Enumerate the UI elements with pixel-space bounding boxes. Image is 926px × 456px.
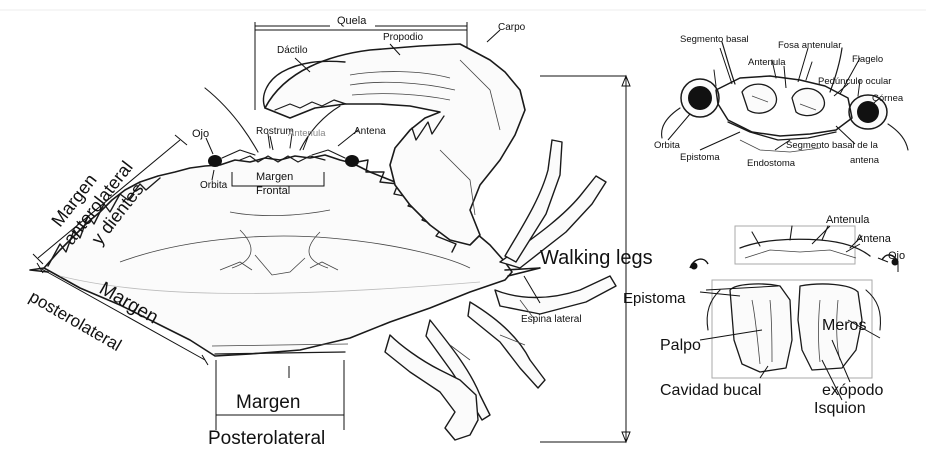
label-mouth-antenula: Antenula [826,214,870,226]
label-exopodo: exópodo [822,382,883,399]
label-head-antenula: Antenula [748,57,786,68]
label-isquion: Isquion [814,400,866,417]
label-cavidad-bucal: Cavidad bucal [660,382,761,399]
label-margen-bottom-1: Margen [236,392,300,413]
label-antena: Antena [354,126,386,137]
label-head-orbita: Orbita [654,140,681,151]
crab-drawing [30,44,616,440]
label-pedunculo-ocular: Pedúnculo ocular [818,76,891,87]
label-orbita: Orbita [200,180,228,191]
label-meros: Meros [822,317,866,334]
label-antenula: Antenula [288,128,326,139]
label-cornea: Córnea [872,93,904,104]
label-endostoma: Endostoma [747,158,796,169]
label-quela: Quela [337,15,367,27]
label-segmento-basal-antena-1: Segmento basal de la [786,140,879,151]
right-eye [345,155,359,167]
label-carpo: Carpo [498,22,526,33]
left-eye [208,155,222,167]
label-margen-frontal-1: Margen [256,171,293,183]
label-propodio: Propodio [383,32,423,43]
label-segmento-basal: Segmento basal [680,34,749,45]
label-mouth-antena: Antena [856,233,892,245]
label-dactilo: Dáctilo [277,45,308,56]
label-walking-legs: Walking legs [540,247,653,269]
label-segmento-basal-antena-2: antena [850,155,880,166]
label-flagelo: Flagelo [852,54,883,65]
label-margen-frontal-2: Frontal [256,185,290,197]
label-margen-bottom-2: Posterolateral [208,428,325,449]
label-palpo: Palpo [660,337,701,354]
label-fosa-antenular: Fosa antenular [778,40,841,51]
mouth-detail-drawing [690,226,899,378]
label-mouth-epistoma: Epistoma [623,290,686,307]
label-ojo: Ojo [192,128,209,140]
label-head-epistoma: Epistoma [680,152,720,163]
label-mouth-ojo: Ojo [888,250,905,262]
label-espina-lateral: Espina lateral [521,314,582,325]
